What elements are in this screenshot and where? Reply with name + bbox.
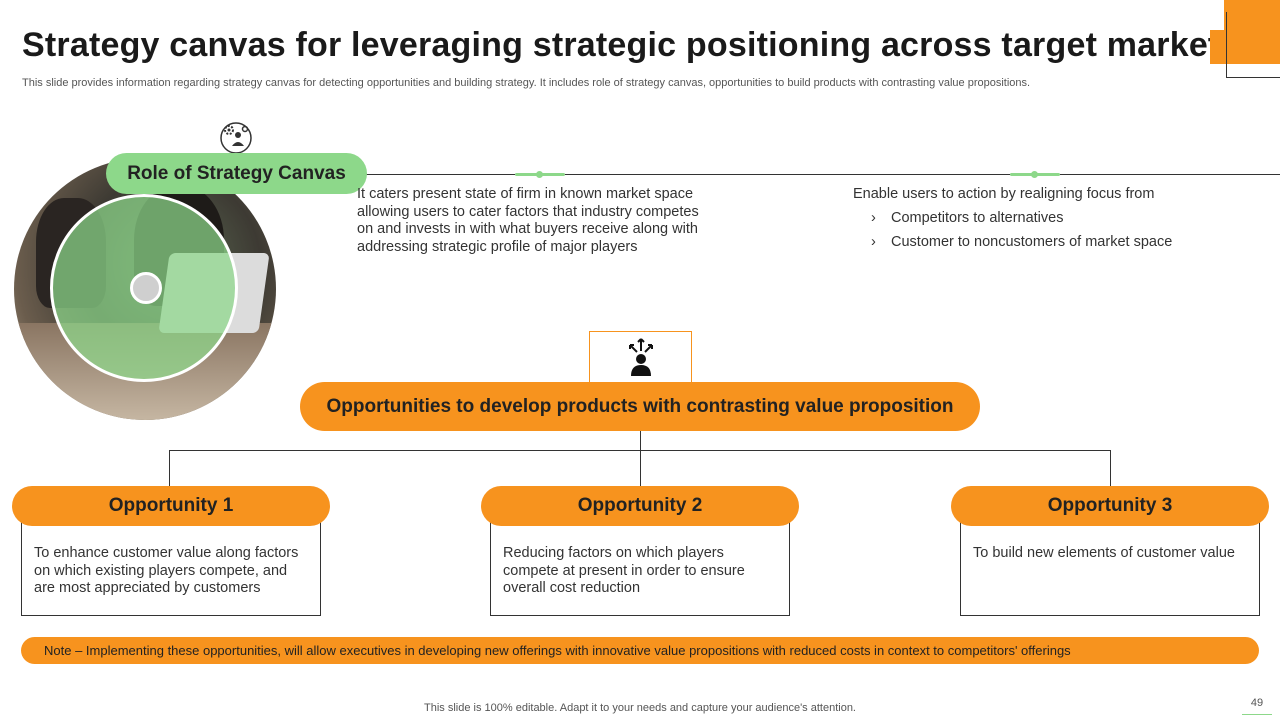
timeline-line (366, 174, 1280, 175)
timeline-marker-1 (515, 171, 565, 178)
role-description-2: Enable users to action by realigning foc… (853, 186, 1273, 259)
page-number: 49 (1250, 697, 1264, 709)
page-number-underline (1242, 714, 1272, 715)
opportunities-icon-box (589, 331, 692, 383)
list-item: ›Customer to noncustomers of market spac… (871, 234, 1173, 250)
gear-person-icon (218, 120, 254, 156)
person-arrows-icon (628, 338, 653, 376)
opportunity-1-title: Opportunity 1 (12, 486, 330, 526)
chevron-right-icon: › (871, 209, 876, 226)
connector-line (169, 450, 170, 487)
connector-line (1110, 450, 1111, 487)
slide-title: Strategy canvas for leveraging strategic… (22, 26, 1220, 64)
corner-decoration (1224, 0, 1280, 64)
timeline-marker-2 (1010, 171, 1060, 178)
team-photo (14, 158, 276, 420)
corner-decoration-step (1210, 30, 1224, 64)
connector-line (640, 431, 641, 487)
connector-line (169, 450, 1111, 451)
slide-subtitle: This slide provides information regardin… (22, 77, 1031, 89)
opportunity-2-title: Opportunity 2 (481, 486, 799, 526)
corner-decoration-outline (1226, 12, 1280, 78)
footer-text: This slide is 100% editable. Adapt it to… (424, 702, 856, 714)
note-banner: Note – Implementing these opportunities,… (21, 637, 1259, 664)
photo-small-circle (130, 272, 162, 304)
role-description-2-intro: Enable users to action by realigning foc… (853, 186, 1155, 202)
opportunity-3-title: Opportunity 3 (951, 486, 1269, 526)
chevron-right-icon: › (871, 234, 876, 250)
opportunities-main-label: Opportunities to develop products with c… (300, 382, 980, 431)
role-of-strategy-canvas-label: Role of Strategy Canvas (106, 153, 367, 194)
role-description-1: It caters present state of firm in known… (357, 186, 699, 255)
realign-focus-list: ›Competitors to alternatives ›Customer t… (853, 210, 1273, 252)
list-item: ›Competitors to alternatives (871, 209, 1064, 226)
